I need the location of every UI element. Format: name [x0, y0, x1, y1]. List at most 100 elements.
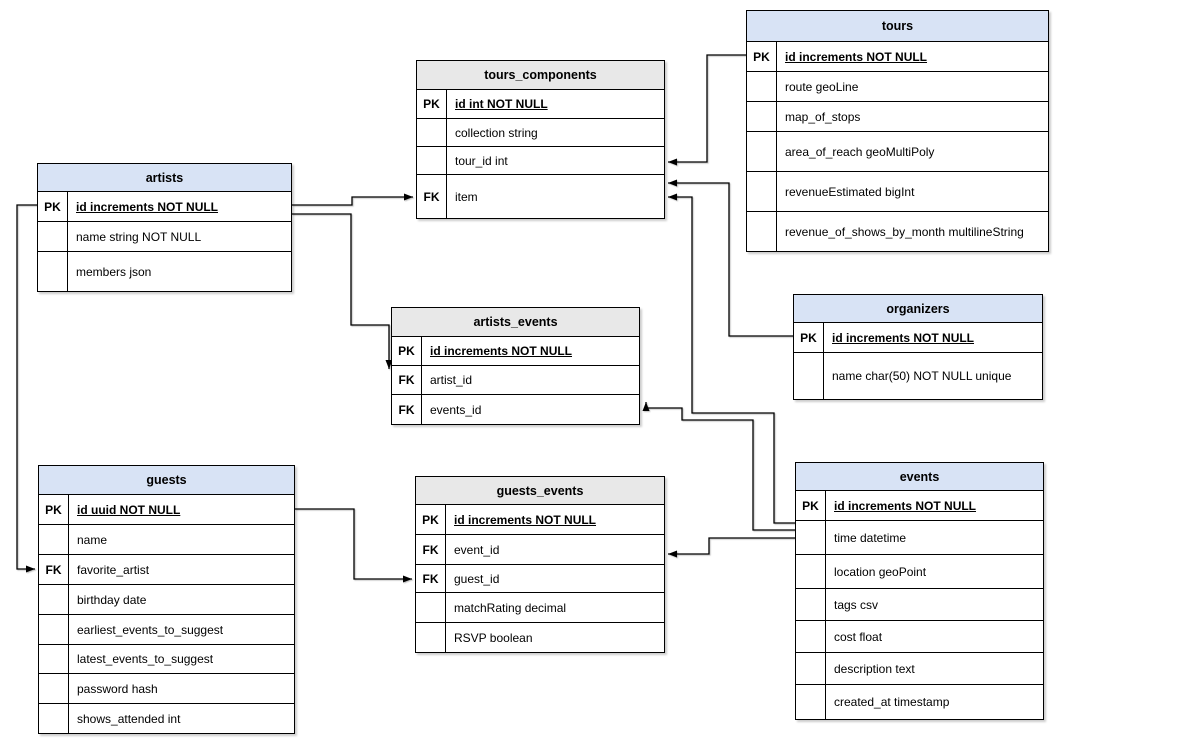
table-row-events-1[interactable]: time datetime — [796, 520, 1043, 554]
table-row-organizers-0[interactable]: PK id increments NOT NULL — [794, 322, 1042, 352]
table-title-events[interactable]: events — [796, 463, 1043, 490]
row-key-label — [416, 593, 446, 622]
arrowhead-icon — [403, 575, 412, 583]
row-key-label — [796, 521, 826, 554]
table-row-tours_components-1[interactable]: collection string — [417, 118, 664, 146]
table-row-guests-4[interactable]: earliest_events_to_suggest — [39, 614, 294, 644]
table-row-tours_components-0[interactable]: PK id int NOT NULL — [417, 89, 664, 118]
row-field-label: id increments NOT NULL — [430, 344, 573, 358]
row-key-label: PK — [794, 323, 824, 352]
row-field-label: tags csv — [834, 597, 879, 612]
connector-events-id-to-artists-events-events-id[interactable] — [645, 402, 795, 531]
table-row-tours-0[interactable]: PK id increments NOT NULL — [747, 41, 1048, 71]
table-title-guests_events[interactable]: guests_events — [416, 477, 664, 504]
table-row-events-3[interactable]: tags csv — [796, 588, 1043, 620]
table-row-events-5[interactable]: description text — [796, 652, 1043, 684]
table-title-artists_events[interactable]: artists_events — [392, 308, 639, 336]
table-row-events-4[interactable]: cost float — [796, 620, 1043, 652]
table-row-tours-2[interactable]: map_of_stops — [747, 101, 1048, 131]
row-field-label: collection string — [455, 125, 538, 140]
row-field-label: id increments NOT NULL — [785, 49, 928, 64]
row-key-label — [796, 653, 826, 684]
table-row-guests-5[interactable]: latest_events_to_suggest — [39, 644, 294, 673]
table-title-artists[interactable]: artists — [38, 164, 291, 191]
table-row-artists-1[interactable]: name string NOT NULL — [38, 221, 291, 251]
table-row-artists-2[interactable]: members json — [38, 251, 291, 291]
table-row-artists-0[interactable]: PK id increments NOT NULL — [38, 191, 291, 221]
row-field-label: time datetime — [834, 530, 907, 545]
table-title-guests[interactable]: guests — [39, 466, 294, 494]
connector-tours-id-to-tours-components-tour-id[interactable] — [668, 54, 746, 163]
row-key-label: PK — [747, 42, 777, 71]
row-key-label — [796, 685, 826, 719]
arrowhead-icon — [642, 402, 650, 411]
row-key-label: PK — [416, 505, 446, 534]
table-row-events-2[interactable]: location geoPoint — [796, 554, 1043, 588]
row-field-label: name char(50) NOT NULL unique — [832, 369, 1012, 383]
table-row-guests_events-0[interactable]: PK id increments NOT NULL — [416, 504, 664, 534]
table-row-tours_components-2[interactable]: tour_id int — [417, 146, 664, 174]
table-row-tours-4[interactable]: revenueEstimated bigInt — [747, 171, 1048, 211]
row-field-label: artist_id — [430, 373, 473, 387]
table-row-tours-3[interactable]: area_of_reach geoMultiPoly — [747, 131, 1048, 171]
row-field-label: id increments NOT NULL — [76, 199, 219, 214]
table-title-tours_components[interactable]: tours_components — [417, 61, 664, 89]
row-key-label: PK — [38, 192, 68, 221]
connector-artists-id-to-guests-favorite-artist[interactable] — [16, 204, 37, 570]
row-field-label: earliest_events_to_suggest — [77, 622, 224, 637]
connector-events-id-to-guests-events-event-id[interactable] — [668, 537, 795, 555]
row-key-label — [417, 119, 447, 146]
row-field-label: revenueEstimated bigInt — [785, 184, 915, 199]
table-row-guests-7[interactable]: shows_attended int — [39, 703, 294, 733]
row-field-label: favorite_artist — [77, 562, 150, 577]
table-row-events-6[interactable]: created_at timestamp — [796, 684, 1043, 719]
row-key-label: PK — [39, 495, 69, 524]
table-row-guests_events-4[interactable]: RSVP boolean — [416, 622, 664, 652]
row-key-label — [38, 222, 68, 251]
row-field-label: id int NOT NULL — [455, 97, 548, 111]
connector-guests-id-to-guests-events-guest-id[interactable] — [295, 508, 412, 580]
table-row-organizers-1[interactable]: name char(50) NOT NULL unique — [794, 352, 1042, 399]
connector-organizers-id-to-tours-components-item[interactable] — [668, 182, 793, 337]
row-key-label — [747, 72, 777, 101]
row-key-label — [747, 212, 777, 251]
row-key-label: FK — [417, 175, 447, 218]
table-row-tours-1[interactable]: route geoLine — [747, 71, 1048, 101]
row-field-label: id increments NOT NULL — [454, 512, 597, 527]
row-key-label — [39, 674, 69, 703]
table-row-tours-5[interactable]: revenue_of_shows_by_month multilineStrin… — [747, 211, 1048, 251]
table-row-guests-3[interactable]: birthday date — [39, 584, 294, 614]
connector-artists-id-to-tours-components-item[interactable] — [292, 196, 413, 206]
row-key-label — [747, 172, 777, 211]
row-key-label — [416, 623, 446, 652]
row-field-label: id increments NOT NULL — [832, 330, 975, 345]
arrowhead-icon — [404, 193, 413, 201]
table-title-organizers[interactable]: organizers — [794, 295, 1042, 322]
table-row-guests-6[interactable]: password hash — [39, 673, 294, 703]
table-row-guests-1[interactable]: name — [39, 524, 294, 554]
row-key-label: PK — [417, 90, 447, 118]
connector-events-id-to-tours-components-item[interactable] — [668, 196, 795, 524]
arrowhead-icon — [668, 550, 677, 558]
connector-artists-id-to-artists-events-artist-id[interactable] — [292, 213, 390, 369]
table-title-tours[interactable]: tours — [747, 11, 1048, 41]
table-row-guests_events-3[interactable]: matchRating decimal — [416, 592, 664, 622]
row-field-label: revenue_of_shows_by_month multilineStrin… — [785, 224, 1024, 239]
